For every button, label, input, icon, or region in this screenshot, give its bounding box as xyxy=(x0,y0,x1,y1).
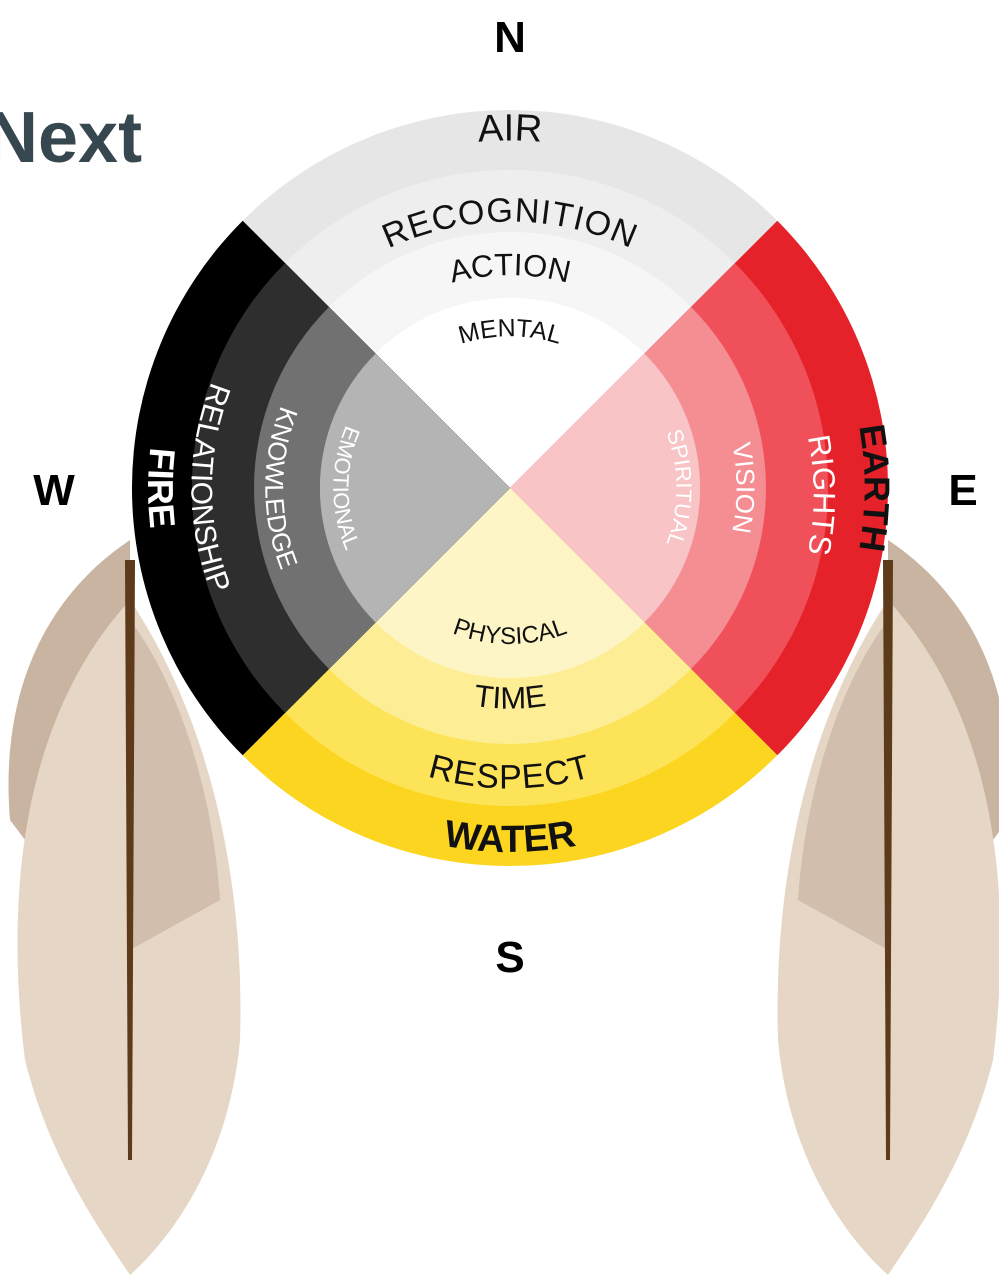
water-ring-2-label: TIME xyxy=(472,678,548,716)
compass-south: S xyxy=(495,933,524,982)
fire-element-label: FIRE xyxy=(140,446,183,529)
compass-north: N xyxy=(494,13,526,62)
water-element-label: WATER xyxy=(442,813,578,861)
air-element-label: AIR xyxy=(477,107,544,150)
earth-ring-1-label: RIGHTS xyxy=(801,432,842,558)
earth-ring-2-label: VISION xyxy=(726,440,760,535)
compass-west: W xyxy=(33,466,75,515)
earth-element-label: EARTH xyxy=(851,422,897,555)
compass-east: E xyxy=(948,466,977,515)
